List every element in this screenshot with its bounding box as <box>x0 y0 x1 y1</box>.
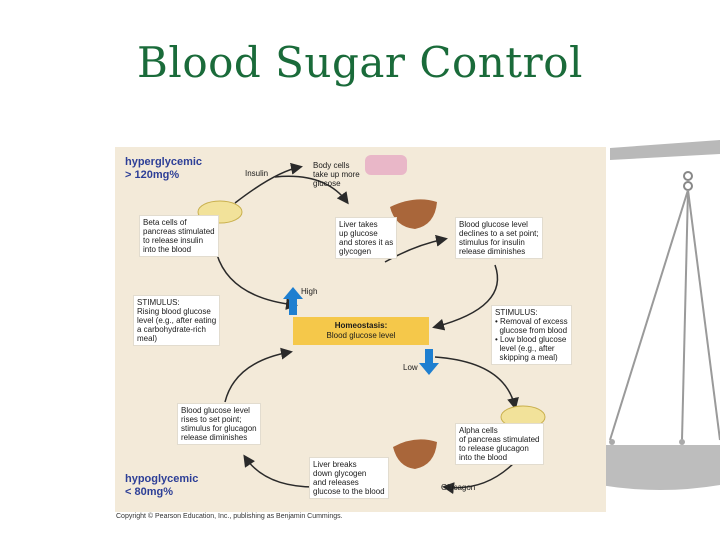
liver-takes-text: Liver takes up glucose and stores it as … <box>335 217 398 259</box>
homeostasis-title: Homeostasis: <box>334 321 388 330</box>
insulin-label: Insulin <box>245 169 269 178</box>
low-label: Low <box>403 363 418 372</box>
body-cells-text: Body cells take up more glucose <box>313 161 360 188</box>
copyright-text: Copyright © Pearson Education, Inc., pub… <box>116 513 343 520</box>
slide-title: Blood Sugar Control <box>137 38 583 87</box>
beta-cells-text: Beta cells of pancreas stimulated to rel… <box>139 215 219 257</box>
glucagon-label: Glucagon <box>441 483 476 492</box>
homeostasis-box: Homeostasis: Blood glucose level <box>293 317 429 345</box>
hyperglycemic-label: hyperglycemic > 120mg% <box>125 156 203 181</box>
decline-text: Blood glucose level declines to a set po… <box>455 217 543 259</box>
stimulus-low-text: STIMULUS: • Removal of excess glucose fr… <box>491 305 572 365</box>
balance-scale-icon <box>600 140 720 490</box>
hypoglycemic-label: hypoglycemic < 80mg% <box>125 473 199 498</box>
homeostasis-sub: Blood glucose level <box>326 331 396 340</box>
rises-text: Blood glucose level rises to set point; … <box>177 403 261 445</box>
stimulus-high-text: STIMULUS: Rising blood glucose level (e.… <box>133 295 221 346</box>
liver-breaks-text: Liver breaks down glycogen and releases … <box>309 457 389 499</box>
high-label: High <box>301 287 318 296</box>
blood-sugar-diagram: hyperglycemic > 120mg% Insulin Body cell… <box>115 147 606 512</box>
alpha-cells-text: Alpha cells of pancreas stimulated to re… <box>455 423 544 465</box>
